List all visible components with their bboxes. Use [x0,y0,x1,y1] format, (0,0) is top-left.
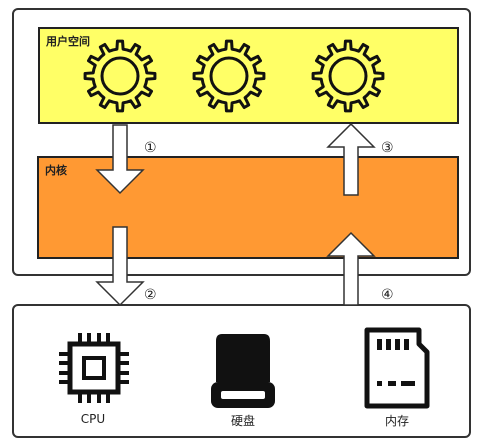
hard-disk-icon [211,334,275,408]
step-4-label: ④ [381,287,394,303]
arrow-step-1 [95,124,145,195]
gear-icon [311,39,385,113]
hardware-label-cpu: CPU [80,412,106,426]
cpu-chip-icon [59,333,129,403]
hardware-label-disk: 硬盘 [230,414,255,428]
arrow-step-3 [326,122,376,196]
kernel-box: 内核 [37,156,459,259]
step-1-label: ① [144,140,157,156]
hardware-label-memory: 内存 [384,414,409,428]
arrow-step-4 [326,231,376,306]
user-space-title: 用户空间 [46,35,90,48]
step-2-label: ② [144,287,157,303]
kernel-title: 内核 [45,164,67,177]
user-space-box: 用户空间 [38,27,459,124]
step-3-label: ③ [381,140,394,156]
gear-icon [192,39,266,113]
arrow-step-2 [95,226,145,307]
gear-icon [83,39,157,113]
memory-card-icon [364,327,430,409]
